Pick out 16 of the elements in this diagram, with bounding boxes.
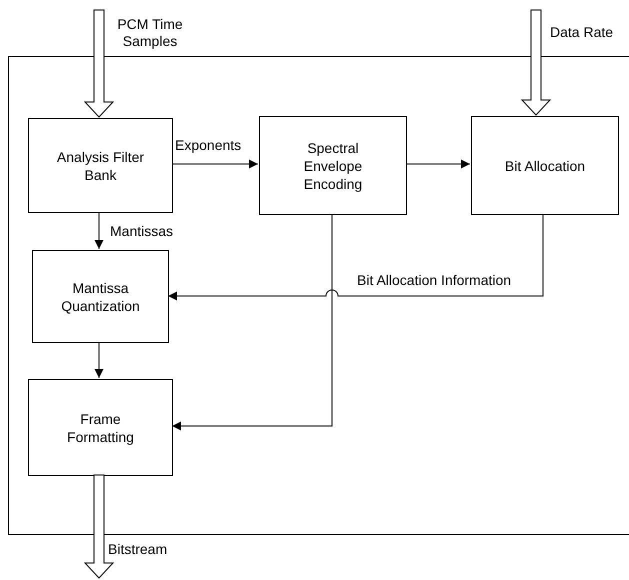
arrow	[172, 160, 258, 168]
arrow	[172, 214, 332, 430]
process-box: Spectral Envelope Encoding	[259, 116, 407, 215]
arrow	[406, 160, 470, 168]
process-box: Bit Allocation	[471, 116, 619, 215]
process-box: Frame Formatting	[28, 379, 173, 476]
arrow	[94, 342, 104, 378]
edge-label: Exponents	[175, 137, 242, 154]
hollow-arrow	[84, 10, 114, 118]
hollow-arrow	[520, 10, 552, 116]
process-box: Mantissa Quantization	[32, 250, 169, 343]
hollow-arrow	[84, 474, 114, 579]
encoder-frame	[8, 56, 629, 535]
arrow	[94, 212, 104, 250]
arrow	[168, 214, 544, 300]
process-box: Analysis Filter Bank	[28, 118, 173, 213]
